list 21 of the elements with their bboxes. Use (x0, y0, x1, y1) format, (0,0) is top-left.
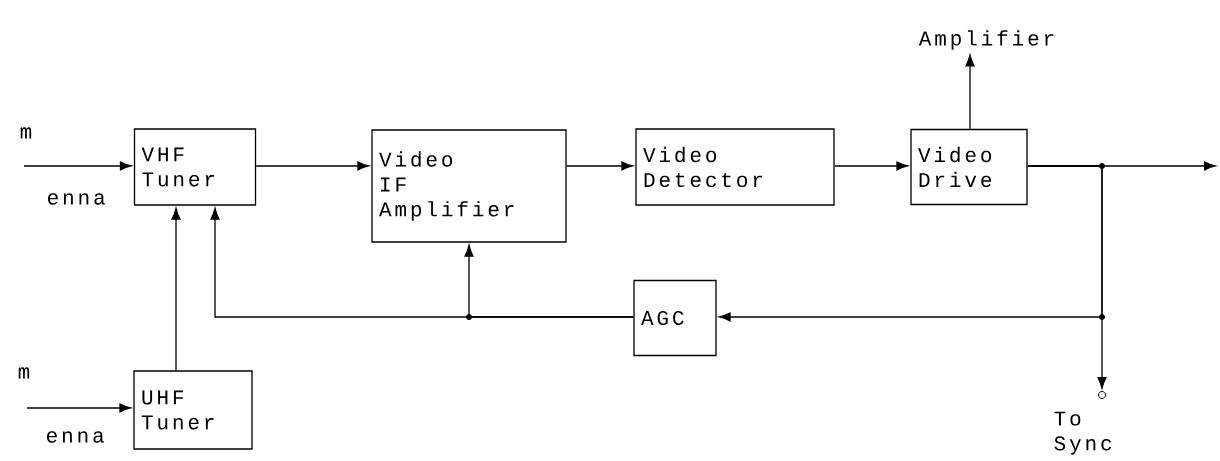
arrow (965, 54, 975, 130)
block-box: Video IF Amplifier (371, 129, 567, 243)
input-label: enna (47, 431, 104, 443)
block-box: Video Drive (910, 128, 1028, 206)
block-box: Video Detector (635, 128, 835, 206)
arrow (171, 207, 181, 371)
side-label: To Sync (1054, 411, 1112, 455)
arrow (23, 161, 132, 171)
arrow (566, 161, 634, 171)
input-label: m (18, 367, 30, 379)
input-label: m (20, 127, 32, 139)
arrow (210, 207, 634, 318)
arrow (255, 161, 370, 171)
input-label: enna (48, 193, 105, 205)
arrow (834, 161, 909, 171)
arrow (1027, 165, 1107, 389)
block-box: UHF Tuner (133, 370, 253, 450)
arrow (26, 403, 132, 413)
block-box: AGC (633, 279, 717, 357)
block-box: VHF Tuner (133, 128, 257, 206)
output-label: Amplifier (918, 30, 1054, 50)
